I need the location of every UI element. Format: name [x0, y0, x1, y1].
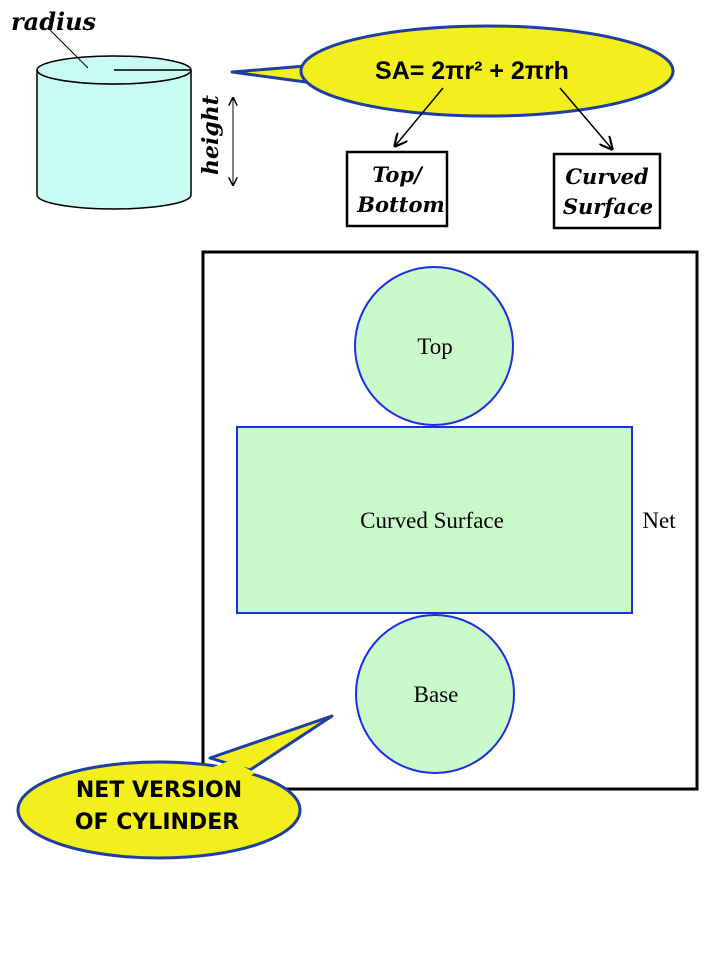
- net-curved-surface-label: Curved Surface: [360, 508, 504, 533]
- net-callout-line2: OF CYLINDER: [75, 810, 239, 835]
- curved-surface-label-line1: Curved: [565, 164, 649, 189]
- curved-surface-box: [552, 152, 662, 230]
- cylinder-body: [36, 69, 192, 210]
- net-base-circle: [355, 614, 515, 774]
- net-top-circle: [354, 266, 514, 426]
- cylinder-illustration: radius height: [11, 7, 233, 210]
- radius-label: radius: [11, 7, 97, 36]
- curved-surface-label-line2: Surface: [563, 194, 653, 219]
- arrow-to-top-bottom: [395, 87, 444, 146]
- net-callout-line1: NET VERSION: [76, 778, 242, 803]
- net-side-label: Net: [642, 508, 676, 533]
- formula-bubble-tail-cover: [318, 63, 338, 83]
- net-curved-surface-rect: [236, 426, 633, 614]
- top-bottom-label-line1: Top/: [372, 162, 424, 187]
- net-callout: NET VERSION OF CYLINDER: [16, 714, 334, 860]
- net-bubble: [16, 760, 302, 860]
- formula-callout: SA= 2πr² + 2πrh: [230, 24, 675, 118]
- height-label: height: [198, 95, 224, 175]
- top-bottom-label-line2: Bottom: [356, 192, 444, 217]
- net-base-label: Base: [414, 682, 459, 707]
- formula-breakdown: Top/ Bottom Curved Surface: [345, 87, 662, 230]
- net-bubble-tail-cover: [205, 760, 255, 785]
- top-bottom-box: [345, 150, 449, 228]
- formula-text: SA= 2πr² + 2πrh: [375, 57, 569, 85]
- formula-bubble: [299, 24, 675, 118]
- arrow-to-curved-surface: [559, 87, 612, 149]
- net-top-label: Top: [417, 334, 452, 359]
- radius-pointer-line: [49, 29, 89, 69]
- net-diagram: Top Curved Surface Base Net: [201, 250, 699, 791]
